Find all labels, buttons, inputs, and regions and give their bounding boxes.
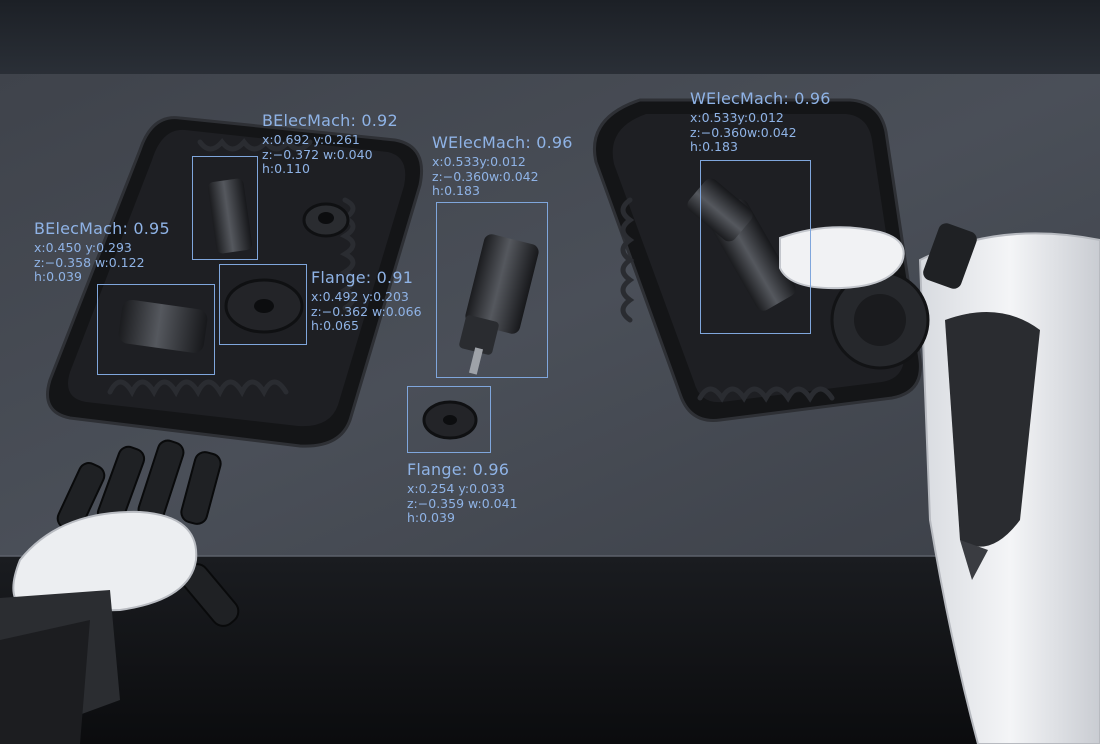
detection-coord-line: z:−0.360w:0.042 (432, 168, 539, 184)
detection-box-welec-right (700, 160, 811, 334)
detection-label-belec-2: BElecMach: 0.95 x:0.450 y:0.293 z:−0.358… (34, 219, 170, 285)
detection-coord-line: x:0.254 y:0.033 (407, 481, 505, 497)
detection-title: BElecMach: 0.92 (262, 111, 398, 130)
detection-title: WElecMach: 0.96 (432, 133, 573, 152)
detection-box-flange-1 (219, 264, 307, 345)
detection-title: WElecMach: 0.96 (690, 89, 831, 108)
detection-coord-line: x:0.692 y:0.261 (262, 132, 360, 148)
detection-title: BElecMach: 0.95 (34, 219, 170, 238)
detection-box-flange-2 (407, 386, 491, 453)
detection-coord-line: h:0.110 (262, 161, 310, 177)
detection-label-welec-center: WElecMach: 0.96 x:0.533y:0.012 z:−0.360w… (432, 133, 573, 199)
detection-coord-line: x:0.533y:0.012 (690, 110, 784, 126)
detection-coord-line: z:−0.362 w:0.066 (311, 303, 422, 319)
table-front-edge (0, 556, 1100, 744)
detection-coord-line: h:0.039 (34, 269, 82, 285)
center-flange (422, 400, 478, 440)
detection-coord-line: h:0.065 (311, 318, 359, 334)
detection-box-welec-center (436, 202, 548, 378)
detection-coord-line: z:−0.358 w:0.122 (34, 254, 145, 270)
detection-coord-line: x:0.533y:0.012 (432, 154, 526, 170)
detection-coord-line: h:0.039 (407, 510, 455, 526)
detection-coord-line: z:−0.372 w:0.040 (262, 146, 373, 162)
detection-coord-line: z:−0.360w:0.042 (690, 124, 797, 140)
center-motor (459, 234, 539, 375)
detection-coord-line: x:0.450 y:0.293 (34, 240, 132, 256)
detection-title: Flange: 0.96 (407, 460, 510, 479)
detection-label-welec-right: WElecMach: 0.96 x:0.533y:0.012 z:−0.360w… (690, 89, 831, 155)
left-robot-hand (0, 439, 240, 744)
detection-title: Flange: 0.91 (311, 268, 414, 287)
right-robot-arm (779, 223, 1100, 744)
detection-box-belec-1 (192, 156, 258, 260)
detection-box-belec-2 (97, 284, 215, 375)
detection-coord-line: z:−0.359 w:0.041 (407, 495, 518, 511)
background-wall (0, 0, 1100, 80)
detection-coord-line: h:0.183 (432, 183, 480, 199)
detection-coord-line: x:0.492 y:0.203 (311, 289, 409, 305)
detection-label-flange-1: Flange: 0.91 x:0.492 y:0.203 z:−0.362 w:… (311, 268, 422, 334)
detection-label-belec-1: BElecMach: 0.92 x:0.692 y:0.261 z:−0.372… (262, 111, 398, 177)
left-tray (46, 116, 424, 448)
detection-coord-line: h:0.183 (690, 139, 738, 155)
detection-label-flange-2: Flange: 0.96 x:0.254 y:0.033 z:−0.359 w:… (407, 460, 518, 526)
